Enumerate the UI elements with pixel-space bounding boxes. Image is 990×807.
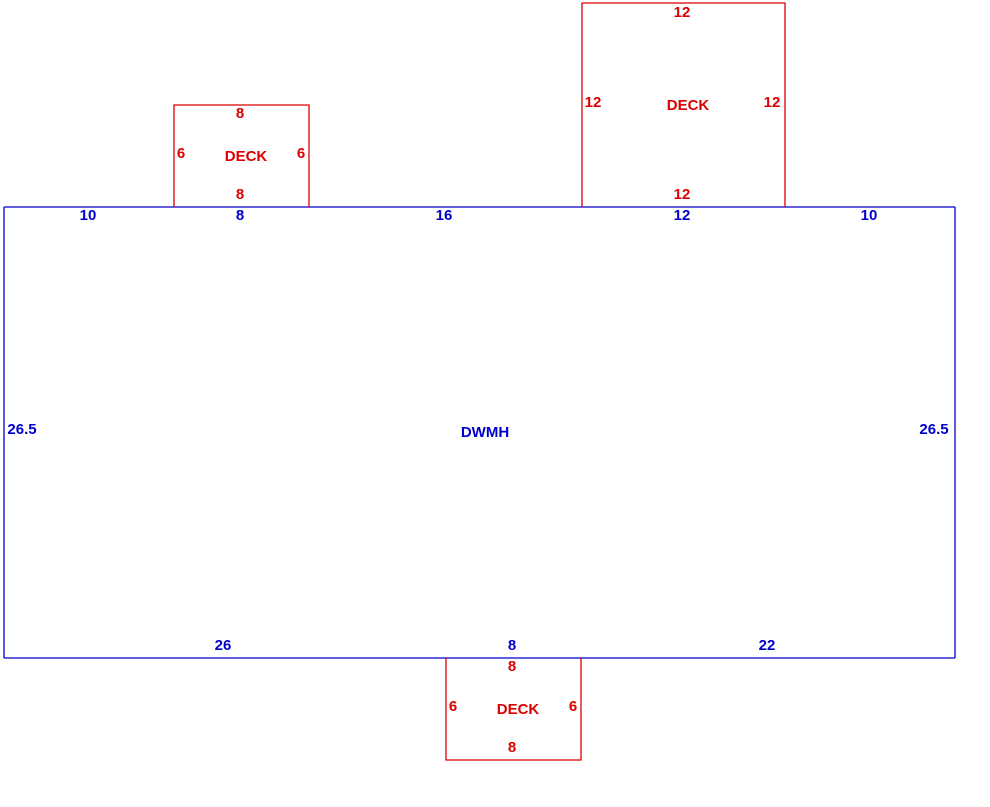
deck-bottom-label: DECK [497, 701, 540, 718]
dwelling-top-dim-2: 8 [236, 207, 244, 224]
deck-upper-right: DECK 12 12 12 12 [581, 2, 786, 207]
deck-upper-left-top-dim: 8 [236, 105, 244, 122]
dwelling-top-dim-4: 12 [674, 207, 691, 224]
dwelling-bottom-dim-3: 22 [759, 637, 776, 654]
deck-bottom-bottom-dim: 8 [508, 739, 516, 756]
dwelling-top-dim-5: 10 [861, 207, 878, 224]
dwelling-label: DWMH [461, 424, 509, 441]
dwelling-bottom-dim-1: 26 [215, 637, 232, 654]
dwelling-labels: DWMH 10 8 16 12 10 26 8 22 26.5 26.5 [7, 207, 948, 654]
dwelling-bottom-dim-2: 8 [508, 637, 516, 654]
dwelling-top-dim-1: 10 [80, 207, 97, 224]
deck-bottom-outline [445, 658, 582, 761]
deck-upper-left-outline [173, 104, 310, 207]
deck-bottom-top-dim: 8 [508, 658, 516, 675]
dwelling-outline [3, 206, 956, 659]
deck-upper-left: DECK 8 8 6 6 [173, 104, 310, 207]
deck-bottom-right-dim: 6 [569, 698, 577, 715]
deck-bottom: DECK 8 8 6 6 [445, 658, 582, 761]
deck-upper-right-top-dim: 12 [674, 4, 691, 21]
deck-upper-left-left-dim: 6 [177, 145, 185, 162]
deck-upper-right-right-dim: 12 [764, 94, 781, 111]
deck-upper-right-left-dim: 12 [585, 94, 602, 111]
dwelling-left-dim: 26.5 [7, 421, 36, 438]
dwelling-top-dim-3: 16 [436, 207, 453, 224]
deck-upper-left-right-dim: 6 [297, 145, 305, 162]
deck-upper-right-bottom-dim: 12 [674, 186, 691, 203]
deck-upper-right-label: DECK [667, 97, 710, 114]
deck-bottom-left-dim: 6 [449, 698, 457, 715]
deck-upper-right-outline [581, 2, 786, 207]
deck-upper-left-bottom-dim: 8 [236, 186, 244, 203]
deck-upper-left-label: DECK [225, 148, 268, 165]
dwelling-right-dim: 26.5 [919, 421, 948, 438]
